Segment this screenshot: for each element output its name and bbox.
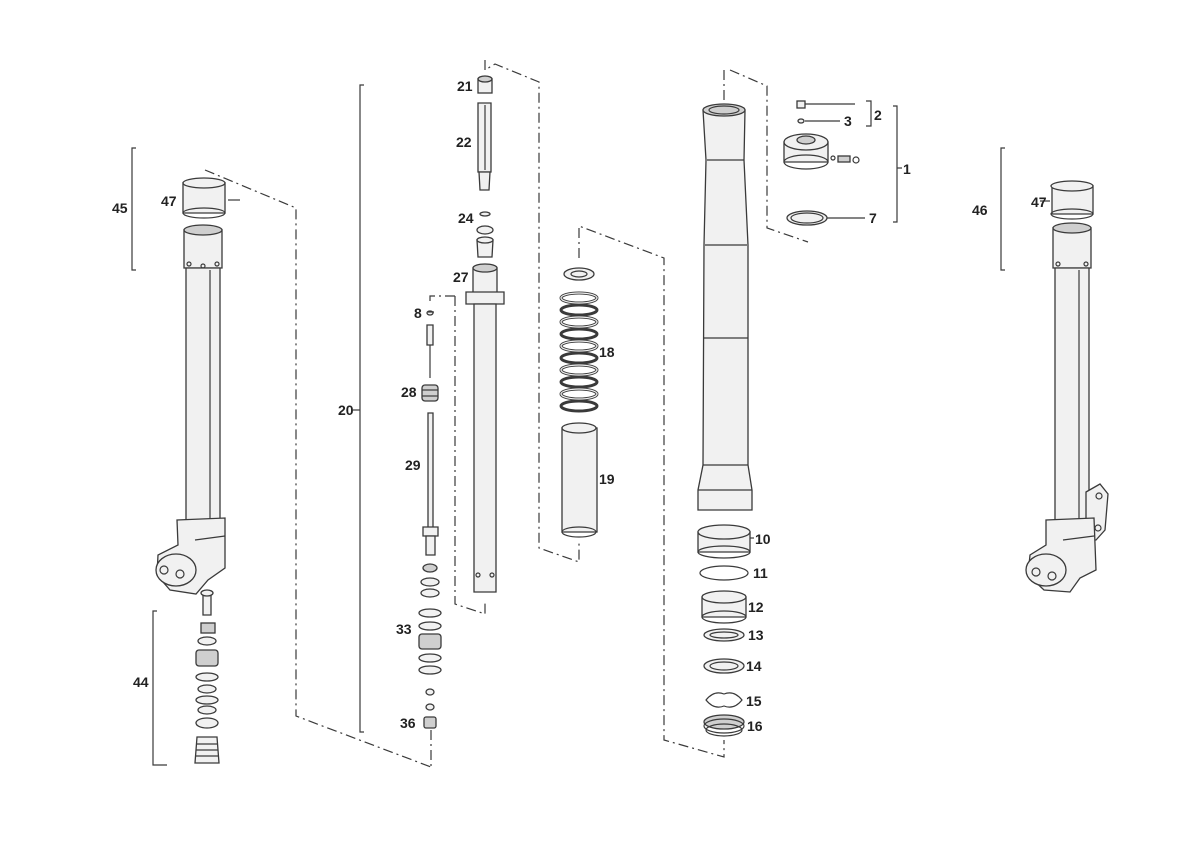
callout-1: 1: [903, 161, 911, 177]
assembly-lines: [204, 60, 809, 768]
callout-15: 15: [746, 693, 762, 709]
callout-8: 8: [414, 305, 422, 321]
callout-46: 46: [972, 202, 988, 218]
callout-labels: 1 2 3 7 8 10 11 12 13 14 15 16 18 19 20 …: [112, 78, 1047, 734]
callout-19: 19: [599, 471, 615, 487]
callout-13: 13: [748, 627, 764, 643]
callout-2: 2: [874, 107, 882, 123]
callout-16: 16: [747, 718, 763, 734]
callout-22: 22: [456, 134, 472, 150]
callout-10: 10: [755, 531, 771, 547]
right-fork-leg: [1000, 147, 1109, 593]
callout-21: 21: [457, 78, 473, 94]
callout-47-left: 47: [161, 193, 177, 209]
callout-12: 12: [748, 599, 764, 615]
callout-29: 29: [405, 457, 421, 473]
callout-14: 14: [746, 658, 762, 674]
damper-cartridge-group: [353, 75, 505, 733]
spring-group: [559, 267, 599, 538]
callout-27: 27: [453, 269, 469, 285]
callout-45: 45: [112, 200, 128, 216]
callout-18: 18: [599, 344, 615, 360]
left-fork-leg: [131, 147, 226, 766]
callout-28: 28: [401, 384, 417, 400]
callout-36: 36: [400, 715, 416, 731]
callout-7: 7: [869, 210, 877, 226]
callout-33: 33: [396, 621, 412, 637]
callout-47-right: 47: [1031, 194, 1047, 210]
callout-24: 24: [458, 210, 474, 226]
leader-lines: [228, 199, 1050, 313]
callout-44: 44: [133, 674, 149, 690]
callout-3: 3: [844, 113, 852, 129]
callout-20: 20: [338, 402, 354, 418]
outer-tube-group: [697, 100, 902, 737]
callout-11: 11: [753, 565, 768, 581]
